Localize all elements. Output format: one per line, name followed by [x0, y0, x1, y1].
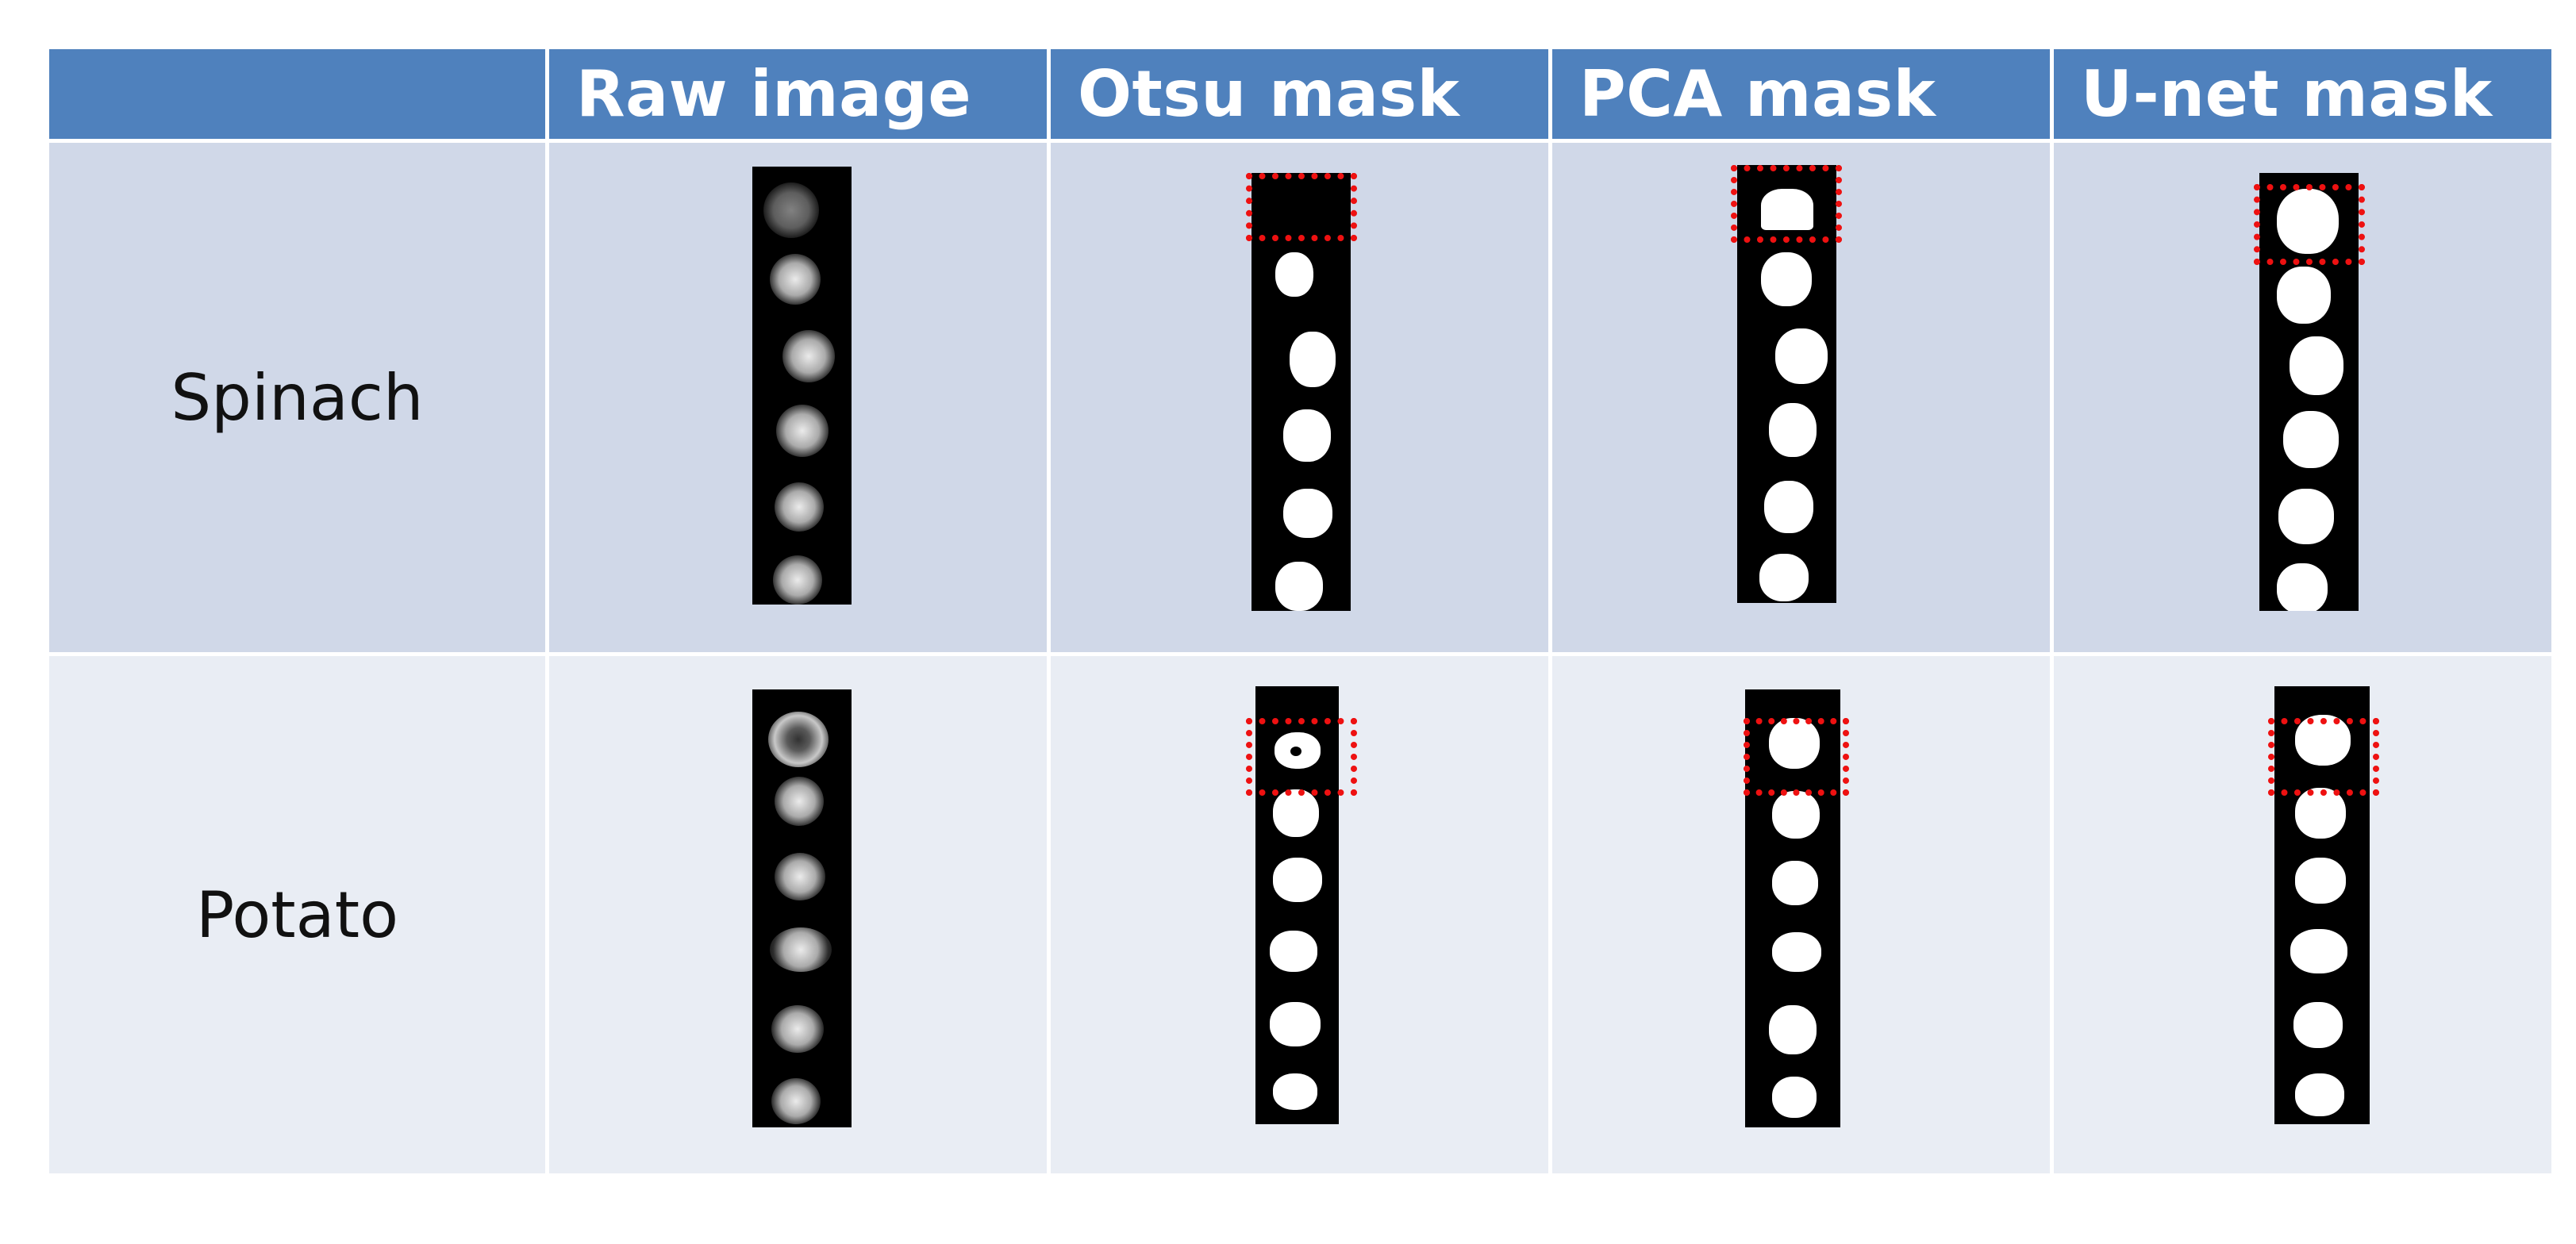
header-unet-mask: U-net mask	[2050, 45, 2555, 143]
spot	[2277, 189, 2339, 254]
spot	[773, 555, 822, 605]
spot	[1273, 858, 1322, 902]
spot	[771, 1078, 821, 1124]
spot	[1290, 332, 1336, 387]
spot	[1772, 932, 1821, 972]
spot	[770, 254, 821, 305]
spot	[1275, 562, 1323, 611]
spot	[1775, 328, 1828, 384]
spot-hole	[1290, 747, 1301, 756]
spot	[2278, 489, 2334, 544]
spot	[770, 927, 832, 972]
potato-otsu-mask	[1047, 652, 1552, 1177]
spot	[1273, 1073, 1317, 1110]
roi-box	[1744, 718, 1849, 796]
row-label-potato: Potato	[45, 652, 549, 1177]
spot	[763, 182, 819, 238]
spot	[2283, 411, 2339, 468]
roi-box	[1246, 173, 1357, 241]
spot	[1270, 931, 1317, 972]
spot	[1275, 252, 1313, 297]
spot	[2295, 788, 2346, 839]
spot	[2290, 336, 2343, 395]
spinach-raw-image	[545, 139, 1051, 656]
header-raw-image: Raw image	[545, 45, 1051, 143]
spot	[2277, 563, 2328, 611]
spot	[2295, 858, 2346, 904]
roi-box	[1246, 718, 1357, 796]
unet-mask-strip	[2259, 173, 2359, 611]
spot	[775, 482, 824, 532]
spot	[1761, 252, 1812, 306]
otsu-mask-strip	[1251, 173, 1351, 611]
header-row: Raw image Otsu mask PCA mask U-net mask	[45, 45, 2555, 143]
roi-box	[2268, 718, 2379, 796]
potato-pca-mask	[1548, 652, 2054, 1177]
spot	[2290, 929, 2347, 973]
spot	[1772, 1077, 1817, 1118]
spot	[1772, 861, 1818, 905]
spot	[771, 1005, 824, 1053]
spot	[1759, 554, 1809, 601]
spot	[1761, 189, 1813, 230]
spinach-pca-mask	[1548, 139, 2054, 656]
spot	[768, 712, 829, 767]
raw-image-strip	[752, 167, 852, 605]
spot	[2293, 1002, 2343, 1048]
row-spinach: Spinach	[45, 139, 2555, 656]
spot	[1273, 789, 1319, 837]
header-corner	[45, 45, 549, 143]
spot	[775, 853, 825, 900]
spot	[2295, 1073, 2344, 1116]
spot	[1283, 409, 1331, 462]
potato-unet-mask	[2050, 652, 2555, 1177]
comparison-table: Raw image Otsu mask PCA mask U-net mask …	[45, 45, 2555, 1177]
spot	[775, 777, 824, 826]
pca-mask-strip	[1745, 689, 1840, 1127]
spot	[1769, 718, 1820, 769]
otsu-mask-strip	[1255, 686, 1339, 1124]
spot	[782, 330, 835, 382]
spot	[1772, 791, 1820, 839]
spot	[1769, 1005, 1817, 1054]
header-pca-mask: PCA mask	[1548, 45, 2054, 143]
spinach-otsu-mask	[1047, 139, 1552, 656]
spot	[2277, 267, 2331, 324]
roi-box	[1731, 165, 1842, 243]
raw-image-strip	[752, 689, 852, 1127]
row-potato: Potato	[45, 652, 2555, 1177]
spot	[1283, 489, 1332, 538]
roi-box	[2254, 184, 2365, 265]
spot	[1769, 403, 1817, 457]
header-otsu-mask: Otsu mask	[1047, 45, 1552, 143]
spot	[1764, 481, 1813, 533]
potato-raw-image	[545, 652, 1051, 1177]
unet-mask-strip	[2274, 686, 2370, 1124]
spinach-unet-mask	[2050, 139, 2555, 656]
spot	[776, 405, 829, 457]
row-label-spinach: Spinach	[45, 139, 549, 656]
spot	[1270, 1002, 1321, 1046]
